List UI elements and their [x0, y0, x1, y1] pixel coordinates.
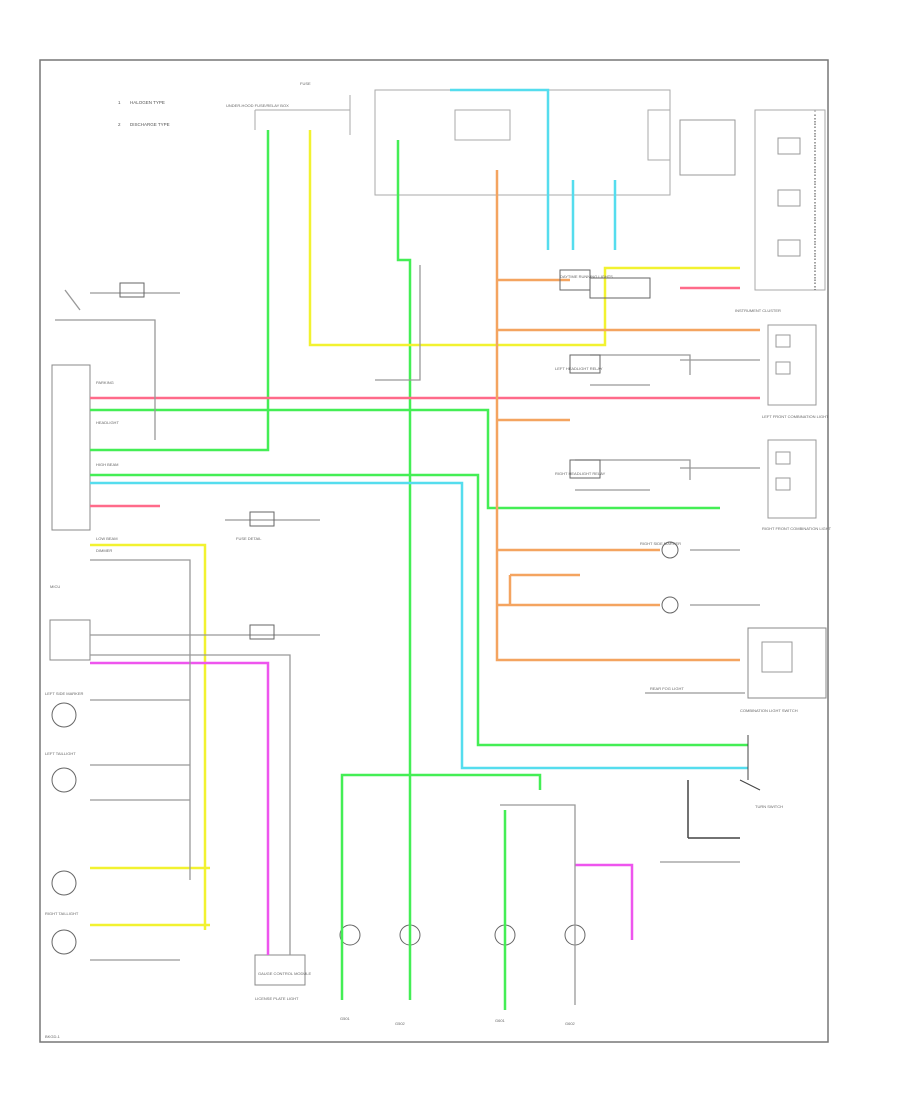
label-left-side-marker: LEFT SIDE MARKER — [45, 691, 83, 696]
turn-switch: TURN SWITCH — [687, 779, 783, 839]
legend-text-1: HALOGEN TYPE — [130, 100, 165, 105]
top-fuse-box: UNDER-HOOD FUSE/RELAY BOX FUSE — [226, 81, 736, 196]
label-turn-switch: TURN SWITCH — [755, 804, 783, 809]
right-front-combination-light: RIGHT FRONT COMBINATION LIGHT — [762, 439, 832, 531]
label-instrument-cluster: INSTRUMENT CLUSTER — [735, 308, 781, 313]
diagram-frame — [39, 59, 829, 1043]
relays — [119, 269, 679, 640]
label-right-side-marker: RIGHT SIDE MARKER — [640, 541, 681, 546]
label-fuse-top2: FUSE — [300, 81, 311, 86]
wires-red — [90, 286, 760, 508]
label-headlight: HEADLIGHT — [96, 420, 119, 425]
left-lamps: LEFT SIDE MARKER LEFT TAILLIGHT RIGHT TA… — [45, 619, 91, 955]
label-high-beam: HIGH BEAM — [96, 462, 118, 467]
label-fuse-top1: UNDER-HOOD FUSE/RELAY BOX — [226, 103, 289, 108]
label-g1: G501 — [340, 1016, 351, 1021]
label-right-trunk: RIGHT TAILLIGHT — [45, 911, 79, 916]
label-right-front-combination: RIGHT FRONT COMBINATION LIGHT — [762, 526, 832, 531]
label-daytime: DAYTIME RUNNING LIGHTS — [560, 274, 613, 279]
label-left-relay: LEFT HEADLIGHT RELAY — [555, 366, 603, 371]
label-combination-switch: COMBINATION LIGHT SWITCH — [740, 708, 798, 713]
wire-green-1 — [90, 130, 270, 452]
wire-cyan-1 — [90, 481, 748, 770]
label-dimmer: DIMMER — [96, 548, 112, 553]
label-rear-fog: REAR FOG LIGHT — [650, 686, 684, 691]
label-fuse-detail: FUSE DETAIL — [236, 536, 262, 541]
wire-yellow-1 — [308, 130, 740, 347]
label-parking: PARKING — [96, 380, 114, 385]
wires-yellow — [90, 130, 740, 930]
label-gauge-control: GAUGE CONTROL MODULE — [258, 971, 312, 976]
micu-connector: MICU — [50, 364, 91, 589]
legend-marker-2: 2 — [118, 122, 121, 127]
wire-green-2 — [396, 140, 412, 1000]
wire-magenta-1 — [90, 661, 270, 955]
combination-light-switch: COMBINATION LIGHT SWITCH — [740, 627, 827, 713]
wire-green-5 — [340, 773, 542, 1000]
label-left-front-combination: LEFT FRONT COMBINATION LIGHT — [762, 414, 829, 419]
wire-magenta-2 — [575, 863, 634, 940]
wire-cyan-2 — [450, 88, 550, 250]
wire-green-4 — [90, 473, 748, 747]
wires-cyan — [90, 88, 748, 770]
wires-magenta — [90, 661, 634, 955]
label-bottom-ref: BKGD-1 — [45, 1034, 61, 1039]
left-front-combination-light: LEFT FRONT COMBINATION LIGHT — [762, 324, 829, 419]
wire-orange-1 — [495, 170, 740, 662]
label-g2: G502 — [395, 1021, 406, 1026]
instrument-cluster: INSTRUMENT CLUSTER — [735, 109, 826, 313]
legend: 1 HALOGEN TYPE 2 DISCHARGE TYPE — [118, 100, 170, 127]
label-micu: MICU — [50, 584, 60, 589]
wire-green-3 — [90, 408, 720, 510]
wire-yellow-2 — [90, 543, 207, 930]
connector-stubs — [747, 115, 816, 780]
wires-orange — [495, 170, 760, 662]
misc-labels: DAYTIME RUNNING LIGHTS LEFT HEADLIGHT RE… — [96, 274, 684, 976]
legend-marker-1: 1 — [118, 100, 121, 105]
label-low-beam: LOW BEAM — [96, 536, 118, 541]
wires-gray — [55, 265, 760, 1005]
wires-green — [90, 130, 748, 1010]
label-right-relay: RIGHT HEADLIGHT RELAY — [555, 471, 606, 476]
legend-text-2: DISCHARGE TYPE — [130, 122, 170, 127]
label-license-plate: LICENSE PLATE LIGHT — [255, 996, 299, 1001]
label-g4: G602 — [565, 1021, 576, 1026]
label-left-trunk: LEFT TAILLIGHT — [45, 751, 76, 756]
label-g3: G601 — [495, 1018, 506, 1023]
